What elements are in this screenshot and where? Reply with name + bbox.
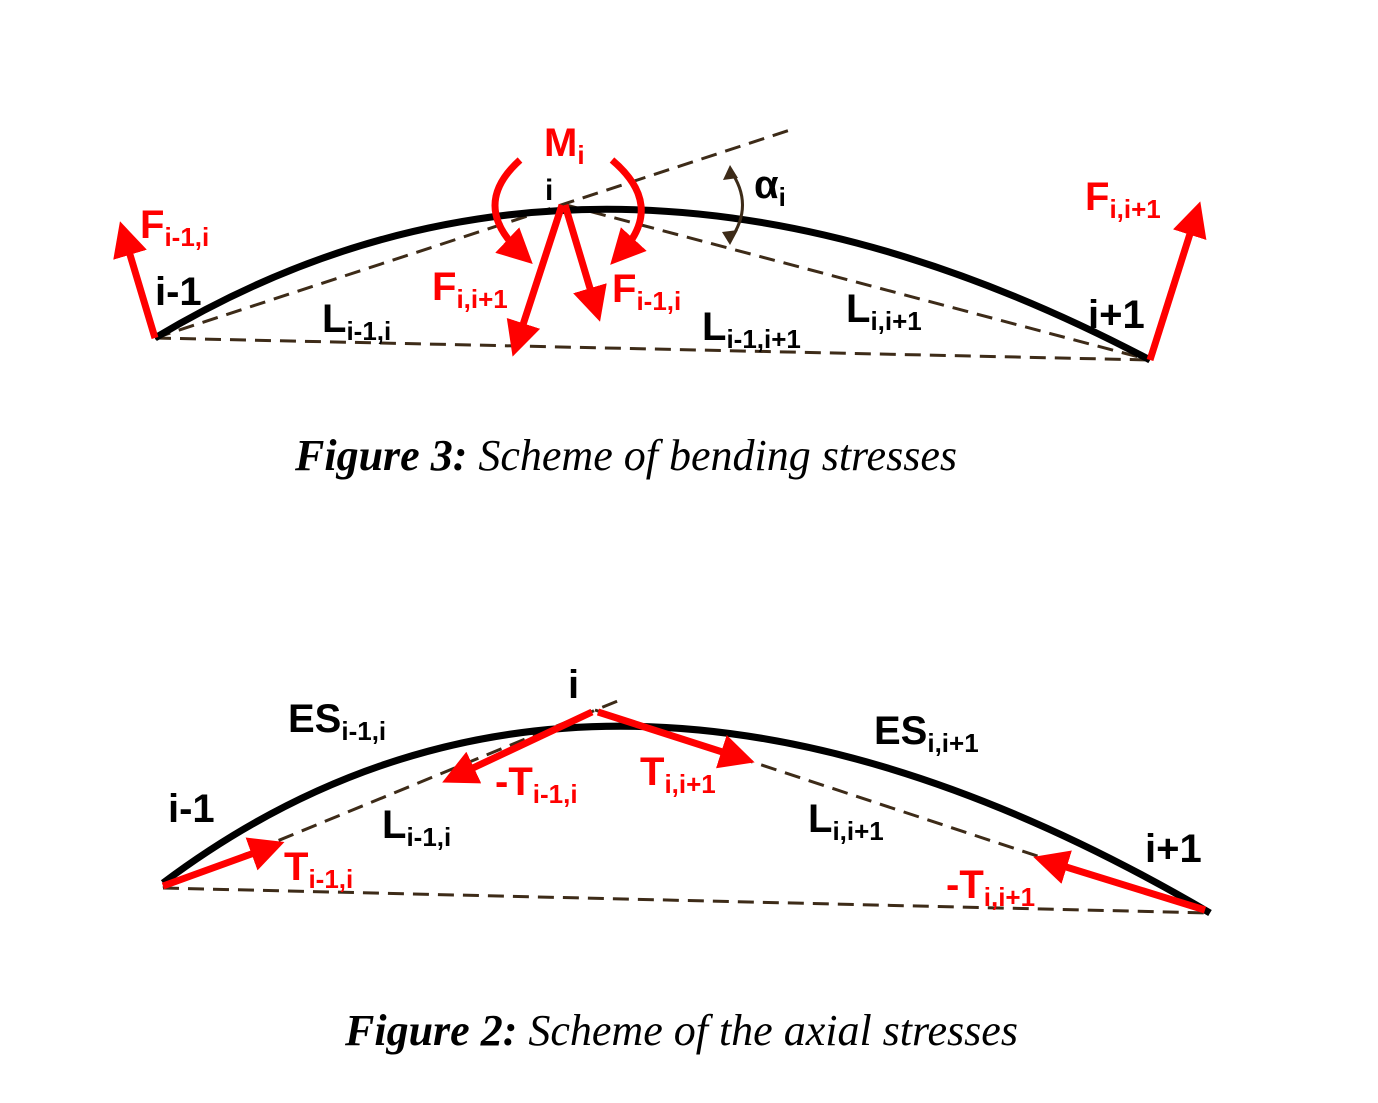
segment-line-i-next	[565, 203, 1151, 362]
figure-3-bending: i-1 i i+1 Mi αi Fi-1,i Fi,i+1 Fi,i+1 Fi-…	[113, 121, 1207, 480]
node-next-label: i+1	[1145, 827, 1202, 871]
force-prev-label: Fi-1,i	[140, 203, 209, 252]
node-prev-label: i-1	[155, 270, 202, 314]
node-next-label: i+1	[1088, 293, 1145, 337]
length-chord-label: Li-1,i+1	[702, 305, 801, 354]
stiffness-right-label: ESi,i+1	[874, 709, 979, 758]
tension-left-end-arrow	[442, 708, 594, 784]
tension-right-end-arrow	[1033, 850, 1207, 914]
node-mid-label: i	[545, 174, 553, 207]
force-mid-right-label: Fi-1,i	[612, 267, 681, 316]
tension-left-start-label: Ti-1,i	[284, 845, 353, 894]
chord-line-prev-next	[154, 336, 1151, 362]
extended-segment-line	[154, 128, 791, 340]
figure-3-caption: Figure 3: Scheme of bending stresses	[294, 431, 957, 480]
tension-right-end-label: -Ti,i+1	[946, 863, 1035, 912]
figure-2-caption: Figure 2: Scheme of the axial stresses	[344, 1006, 1018, 1055]
tension-left-end-label: -Ti-1,i	[495, 760, 578, 809]
stiffness-left-label: ESi-1,i	[288, 697, 386, 746]
force-next-label: Fi,i+1	[1085, 175, 1161, 224]
moment-arc-right	[609, 157, 647, 265]
angle-label: αi	[754, 163, 786, 212]
angle-arrowhead-top	[723, 165, 738, 180]
force-next-arrow	[1146, 201, 1207, 362]
force-mid-left-label: Fi,i+1	[432, 265, 508, 314]
tension-right-start-label: Ti,i+1	[640, 750, 716, 799]
tension-right-start-arrow	[596, 708, 755, 769]
length-left-label: Li-1,i	[322, 297, 391, 346]
tension-left-start-arrow	[161, 837, 285, 890]
node-prev-label: i-1	[168, 787, 215, 831]
length-right-label: Li,i+1	[808, 797, 884, 846]
force-mid-left-arrow	[506, 203, 566, 357]
length-left-label: Li-1,i	[382, 803, 451, 852]
node-mid-label: i	[568, 663, 579, 707]
moment-label: Mi	[544, 121, 585, 170]
angle-arc	[728, 169, 744, 241]
length-right-label: Li,i+1	[846, 287, 922, 336]
moment-arc-left	[491, 157, 533, 264]
force-mid-right-arrow	[561, 203, 607, 322]
bent-beam	[153, 205, 1152, 364]
figure-2-axial: i-1 i i+1 ESi-1,i ESi,i+1 Li-1,i Li,i+1 …	[160, 663, 1212, 1055]
angle-arrowhead-bottom	[722, 230, 738, 245]
force-prev-arrow	[113, 221, 159, 340]
